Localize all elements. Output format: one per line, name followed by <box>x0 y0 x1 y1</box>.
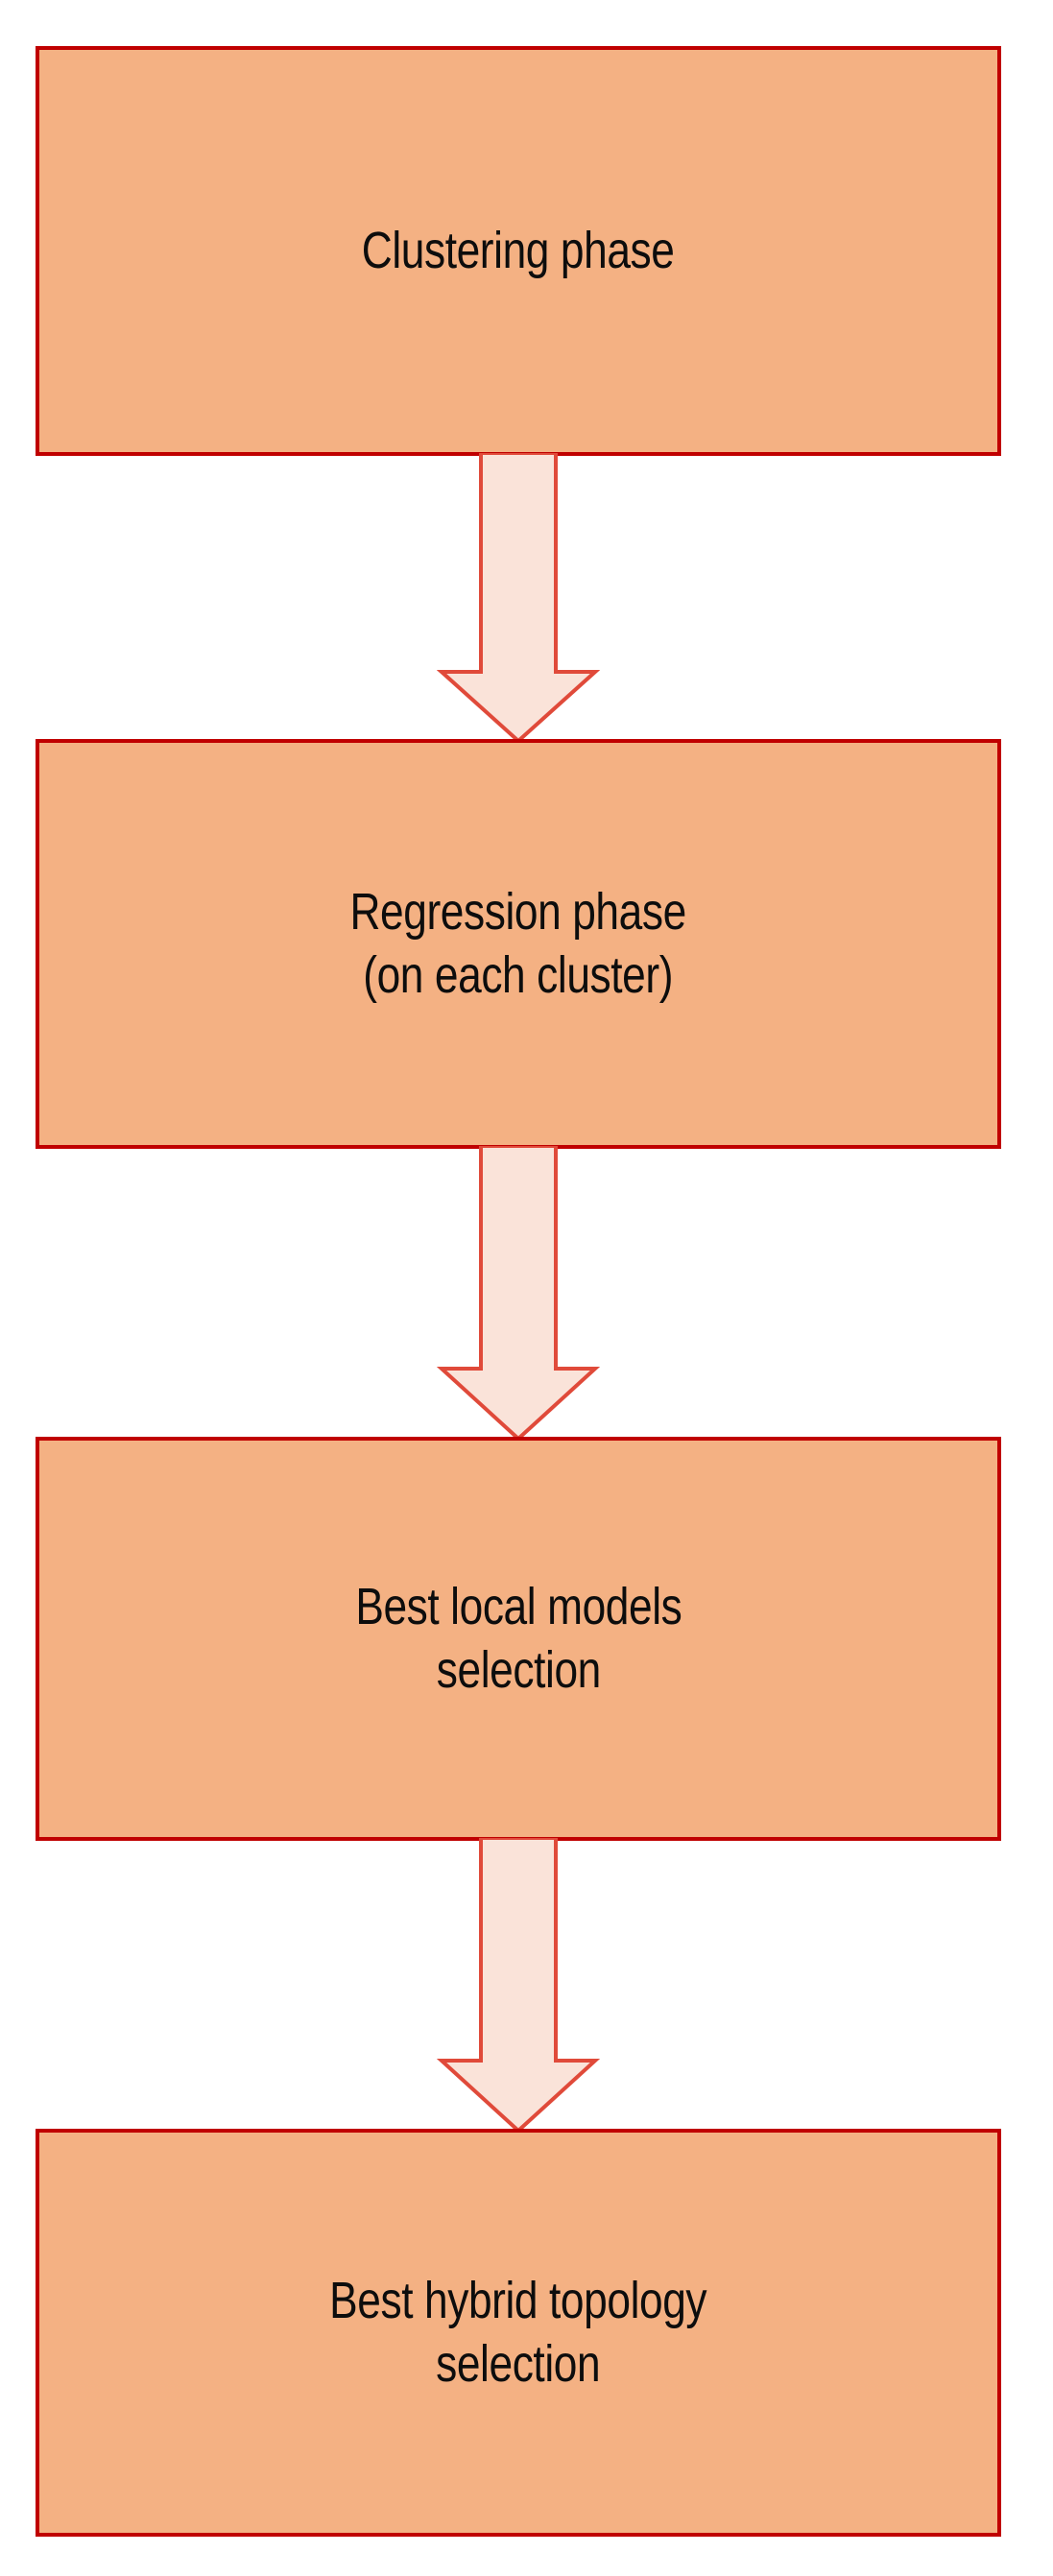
flowchart-node-label: Regression phase (on each cluster) <box>349 882 687 1004</box>
block-arrow-down-icon <box>437 1146 600 1441</box>
flowchart-node-label: Best hybrid topology selection <box>329 2271 707 2393</box>
flowchart-node-best-hybrid-topology: Best hybrid topology selection <box>36 2129 1001 2537</box>
flowchart-node-best-local-models: Best local models selection <box>36 1437 1001 1841</box>
block-arrow-down-icon <box>437 453 600 743</box>
flowchart-node-regression-phase: Regression phase (on each cluster) <box>36 739 1001 1149</box>
flowchart-arrow-best-local-models-to-best-hybrid-topology <box>437 1838 600 2133</box>
flowchart-node-label: Clustering phase <box>362 221 675 279</box>
block-arrow-down-icon <box>437 1838 600 2133</box>
flowchart-arrow-clustering-to-regression <box>437 453 600 743</box>
flowchart-node-label: Best local models selection <box>354 1577 682 1699</box>
flowchart-node-clustering-phase: Clustering phase <box>36 46 1001 456</box>
flowchart-arrow-regression-to-best-local-models <box>437 1146 600 1441</box>
